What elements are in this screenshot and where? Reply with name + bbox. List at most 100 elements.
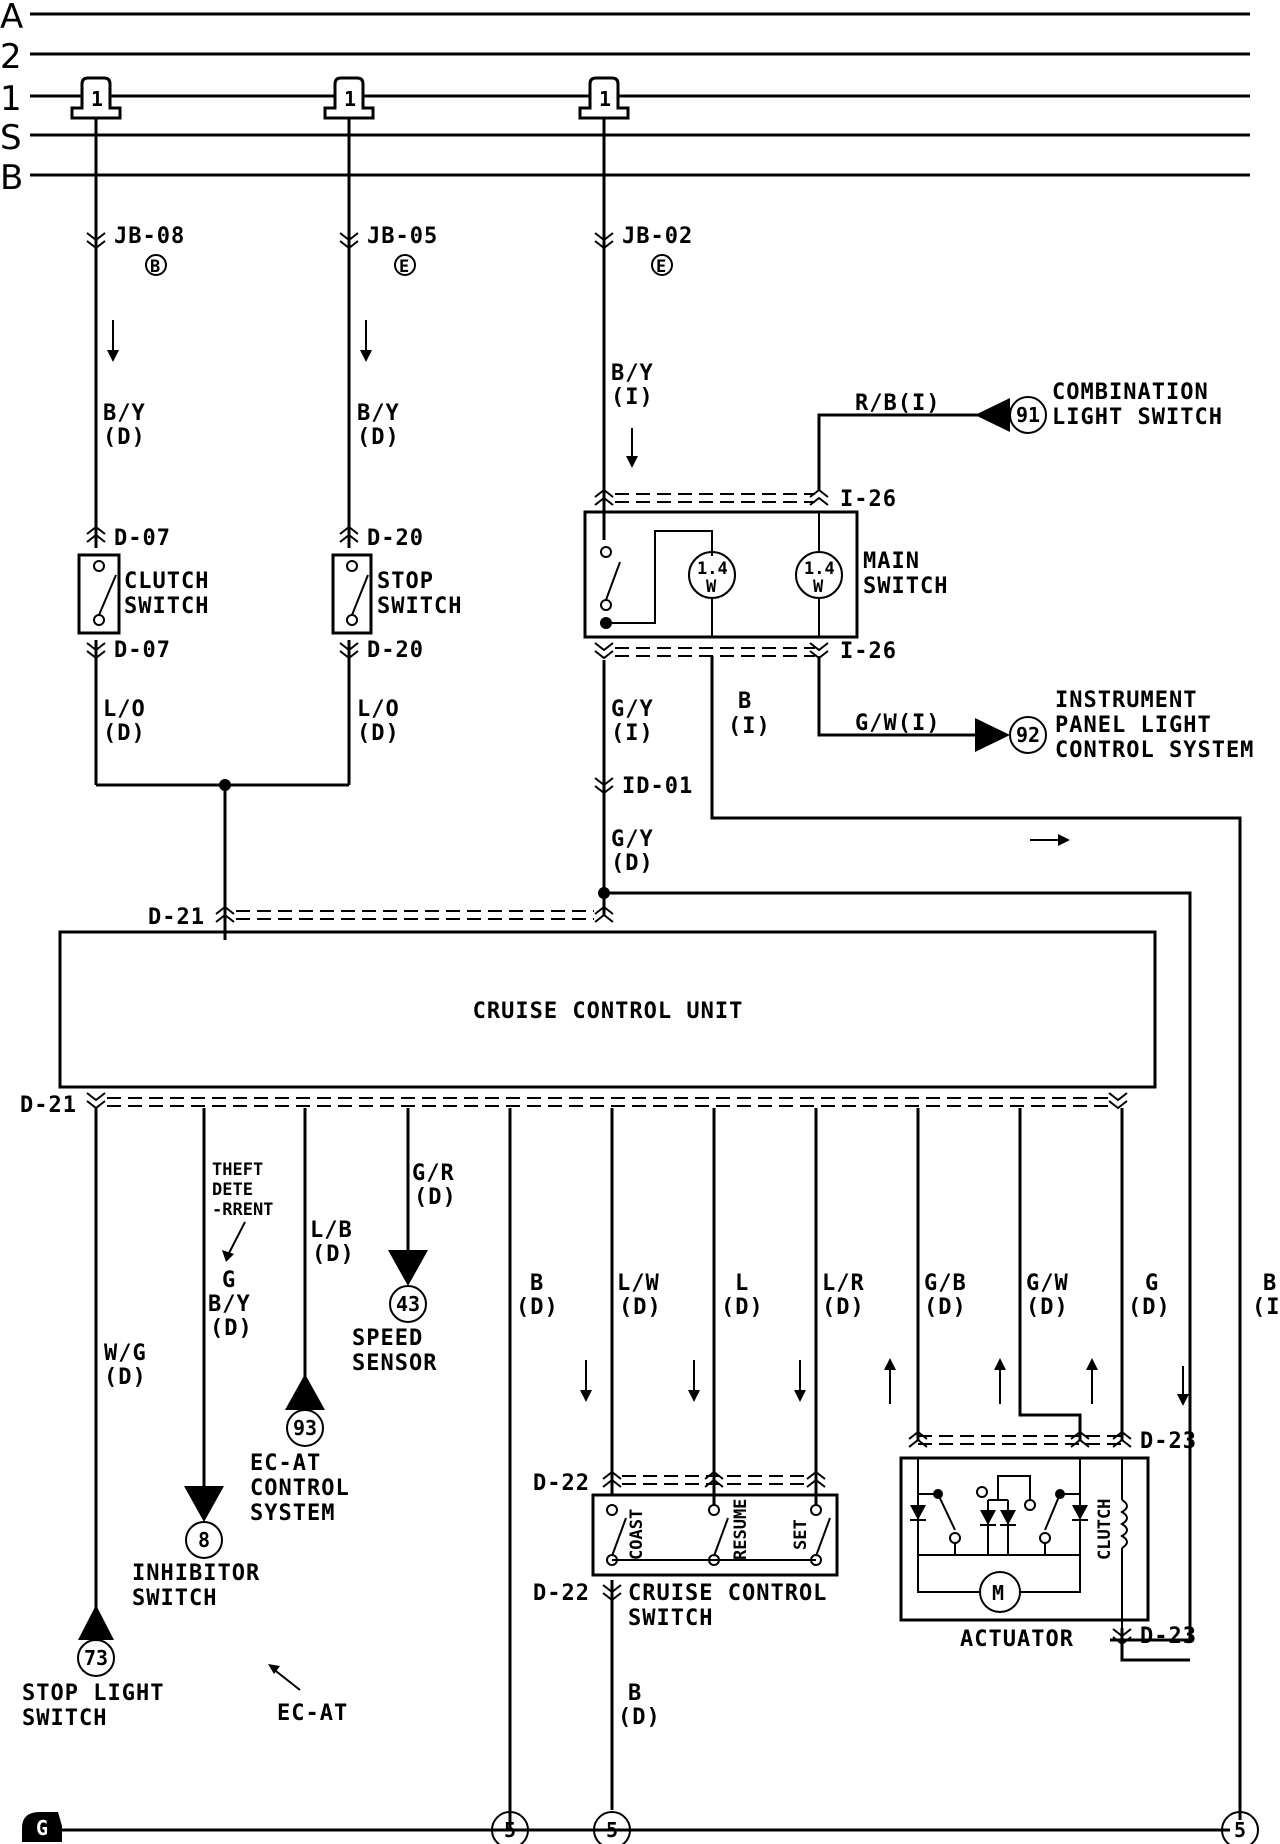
svg-text:(I): (I) [728, 714, 771, 739]
ref-91-circle [1009, 396, 1047, 434]
svg-text:(D): (D) [924, 1295, 967, 1320]
bus-label-a: A [0, 0, 23, 37]
main-switch-label: MAIN [863, 549, 920, 574]
svg-text:D-23: D-23 [1140, 1624, 1197, 1649]
instrument-panel-label: INSTRUMENT [1055, 688, 1197, 713]
svg-text:(D): (D) [619, 1295, 662, 1320]
svg-text:THEFT: THEFT [212, 1160, 263, 1180]
svg-text:B: B [1263, 1271, 1277, 1296]
main-switch-branch: JB-02 E B/Y (I) I-26 1.4 W 1.4 W MAIN SW… [583, 118, 1253, 1820]
actuator-body [899, 1456, 1150, 1622]
coast-label: COAST [627, 1509, 647, 1560]
svg-text:E: E [399, 257, 409, 277]
svg-text:91: 91 [1016, 403, 1040, 427]
svg-text:G/W: G/W [1026, 1271, 1069, 1296]
svg-text:SWITCH: SWITCH [863, 574, 948, 599]
fuse-3: 1 [578, 76, 630, 120]
ground-bus: G 5 B (D) 5 5 [22, 1580, 1259, 1844]
svg-text:D-22: D-22 [533, 1581, 590, 1606]
ref-43-circle [389, 1285, 427, 1323]
svg-text:ID-01: ID-01 [622, 774, 693, 799]
ecat-control-label: EC-AT [250, 1451, 321, 1476]
svg-text:D-07: D-07 [114, 526, 171, 551]
svg-text:L/R: L/R [822, 1271, 865, 1296]
svg-text:B: B [628, 1681, 642, 1706]
speed-sensor-label: SPEED [352, 1326, 423, 1351]
cruise-switch-label: CRUISE CONTROL [628, 1581, 827, 1606]
actuator: D-23 M [899, 1429, 1197, 1662]
svg-text:W: W [813, 577, 824, 597]
svg-text:B/Y: B/Y [611, 361, 654, 386]
svg-text:SYSTEM: SYSTEM [250, 1501, 335, 1526]
svg-text:SWITCH: SWITCH [22, 1706, 107, 1731]
combination-light-switch-label: COMBINATION [1052, 380, 1209, 405]
svg-text:G: G [1145, 1271, 1159, 1296]
ref-93-circle [286, 1409, 324, 1447]
motor-symbol [979, 1571, 1021, 1613]
ground-point-1: 5 [504, 1818, 516, 1842]
svg-text:D-22: D-22 [533, 1471, 590, 1496]
inhibitor-switch-label: INHIBITOR [132, 1561, 260, 1586]
svg-text:CONTROL: CONTROL [250, 1476, 350, 1501]
svg-text:(D): (D) [721, 1295, 764, 1320]
svg-text:G/W(I): G/W(I) [855, 711, 940, 736]
svg-text:(D): (D) [1026, 1295, 1069, 1320]
svg-text:G/Y: G/Y [611, 697, 654, 722]
svg-text:(D): (D) [822, 1295, 865, 1320]
svg-text:1: 1 [344, 87, 356, 111]
svg-text:E: E [656, 257, 666, 277]
svg-text:D-23: D-23 [1140, 1429, 1197, 1454]
stop-light-switch-label: STOP LIGHT [22, 1681, 164, 1706]
svg-text:B/Y: B/Y [103, 401, 146, 426]
ground-point-3: 5 [1234, 1818, 1246, 1842]
svg-text:B/Y: B/Y [357, 401, 400, 426]
svg-text:8: 8 [198, 1528, 210, 1552]
svg-text:1.4: 1.4 [697, 559, 728, 579]
svg-text:(I): (I) [611, 385, 654, 410]
svg-text:1: 1 [599, 87, 611, 111]
bus-label-s: S [0, 118, 22, 158]
svg-text:(D): (D) [312, 1242, 355, 1267]
resume-label: RESUME [731, 1499, 751, 1560]
cruise-switch-body [591, 1493, 839, 1577]
svg-text:L: L [735, 1271, 749, 1296]
svg-text:(D): (D) [516, 1295, 559, 1320]
svg-text:(D): (D) [210, 1316, 253, 1341]
svg-text:L/O: L/O [357, 697, 400, 722]
cruise-control-unit-body [58, 930, 1157, 1089]
svg-text:I-26: I-26 [840, 487, 897, 512]
bus-label-b: B [0, 158, 23, 198]
bus-label-2: 2 [0, 37, 22, 77]
svg-text:W/G: W/G [104, 1341, 147, 1366]
svg-text:-RRENT: -RRENT [212, 1200, 273, 1220]
actuator-label: ACTUATOR [960, 1627, 1074, 1652]
ecat-note: EC-AT [277, 1701, 348, 1726]
ref-92-circle [1009, 716, 1047, 754]
svg-text:SWITCH: SWITCH [124, 594, 209, 619]
ref-73-circle [77, 1639, 115, 1677]
svg-text:(D): (D) [414, 1185, 457, 1210]
svg-text:G/B: G/B [924, 1271, 967, 1296]
svg-text:L/W: L/W [617, 1271, 660, 1296]
cruise-control-switch: D-22 COAST RESUME SET D-22 CRUISE CONTRO… [533, 1471, 839, 1631]
svg-text:(D): (D) [103, 721, 146, 746]
ground-point-2: 5 [606, 1818, 618, 1842]
power-bus: A 2 1 S B [0, 0, 1250, 198]
svg-text:(D): (D) [104, 1365, 147, 1390]
svg-text:93: 93 [293, 1416, 317, 1440]
svg-text:1.4: 1.4 [804, 559, 835, 579]
svg-text:M: M [992, 1581, 1004, 1605]
stop-branch: JB-05 E B/Y (D) D-20 STOP SWITCH D-20 L/… [331, 118, 461, 785]
clutch-branch: JB-08 B B/Y (D) D-07 CLUTCH SWITCH D-07 … [77, 118, 209, 785]
svg-text:(D): (D) [618, 1705, 661, 1730]
clutch-switch-body [77, 553, 121, 635]
svg-text:I-26: I-26 [840, 639, 897, 664]
svg-text:43: 43 [396, 1292, 420, 1316]
svg-text:SENSOR: SENSOR [352, 1351, 437, 1376]
cruise-control-unit: D-21 CRUISE CONTROL UNIT D-21 [20, 905, 1157, 1118]
svg-text:(D): (D) [611, 851, 654, 876]
svg-text:(D): (D) [1128, 1295, 1171, 1320]
svg-text:B: B [738, 689, 752, 714]
fuse-1: 1 [70, 76, 122, 120]
unit-outputs: W/G (D) 73 STOP LIGHT SWITCH THEFT DETE … [22, 1108, 1280, 1820]
